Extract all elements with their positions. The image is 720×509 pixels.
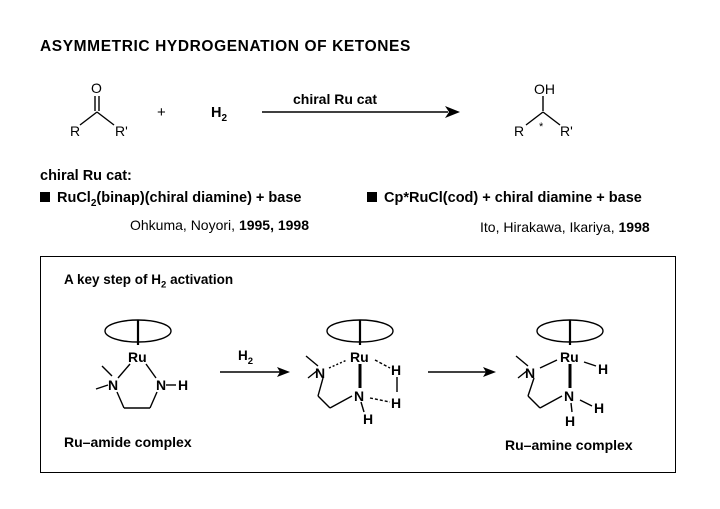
second-arrowhead: [483, 367, 496, 377]
ts-h3: H: [363, 411, 373, 427]
catalyst-heading: chiral Ru cat:: [40, 168, 132, 184]
catalyst-item-1: RuCl2(binap)(chiral diamine) + base: [40, 190, 301, 209]
h2-activation-box: [40, 256, 676, 473]
ru-amine-structure: [515, 319, 604, 413]
reaction-arrowhead: [445, 106, 460, 118]
amine-n2: N: [564, 388, 574, 404]
bullet-square-icon: [40, 192, 50, 202]
plus-sign: +: [157, 104, 166, 121]
alcohol-r: R: [514, 123, 524, 139]
ketone-r-prime: R': [115, 123, 128, 139]
amide-n2: N: [156, 377, 166, 393]
ts-ru: Ru: [350, 349, 369, 365]
amine-ru: Ru: [560, 349, 579, 365]
box-title: A key step of H2 activation: [64, 272, 234, 291]
page-title: ASYMMETRIC HYDROGENATION OF KETONES: [40, 38, 411, 55]
amine-h2: H: [594, 400, 604, 416]
amide-h: H: [178, 377, 188, 393]
stereocenter-star: *: [539, 121, 544, 133]
alcohol-r-prime: R': [560, 123, 573, 139]
arrow1-label: H2: [238, 348, 253, 367]
alcohol-structure: [525, 96, 561, 126]
ru-amine-label: Ru–amine complex: [505, 437, 633, 453]
ru-amide-structure: [95, 319, 176, 409]
ts-h1: H: [391, 362, 401, 378]
amide-ru: Ru: [128, 349, 147, 365]
h2-arrowhead: [277, 367, 290, 377]
catalyst-item-2: Cp*RuCl(cod) + chiral diamine + base: [367, 190, 642, 206]
bullet-square-icon: [367, 192, 377, 202]
alcohol-oh: OH: [534, 81, 555, 97]
hydrogen-label: H2: [211, 105, 227, 124]
ts-n2: N: [354, 388, 364, 404]
ketone-structure: [79, 96, 115, 126]
reference-1: Ohkuma, Noyori, 1995, 1998: [130, 217, 310, 233]
ketone-oxygen: O: [91, 80, 102, 96]
arrow-label: chiral Ru cat: [293, 91, 377, 107]
amine-h3: H: [565, 413, 575, 429]
reference-2: Ito, Hirakawa, Ikariya, 1998: [480, 219, 650, 235]
ts-structure: [305, 319, 398, 413]
ru-amide-label: Ru–amide complex: [64, 434, 192, 450]
amine-n1: N: [525, 365, 535, 381]
ts-h2: H: [391, 395, 401, 411]
amide-n1: N: [108, 377, 118, 393]
amine-h1: H: [598, 361, 608, 377]
ketone-r: R: [70, 123, 80, 139]
ts-n1: N: [315, 365, 325, 381]
